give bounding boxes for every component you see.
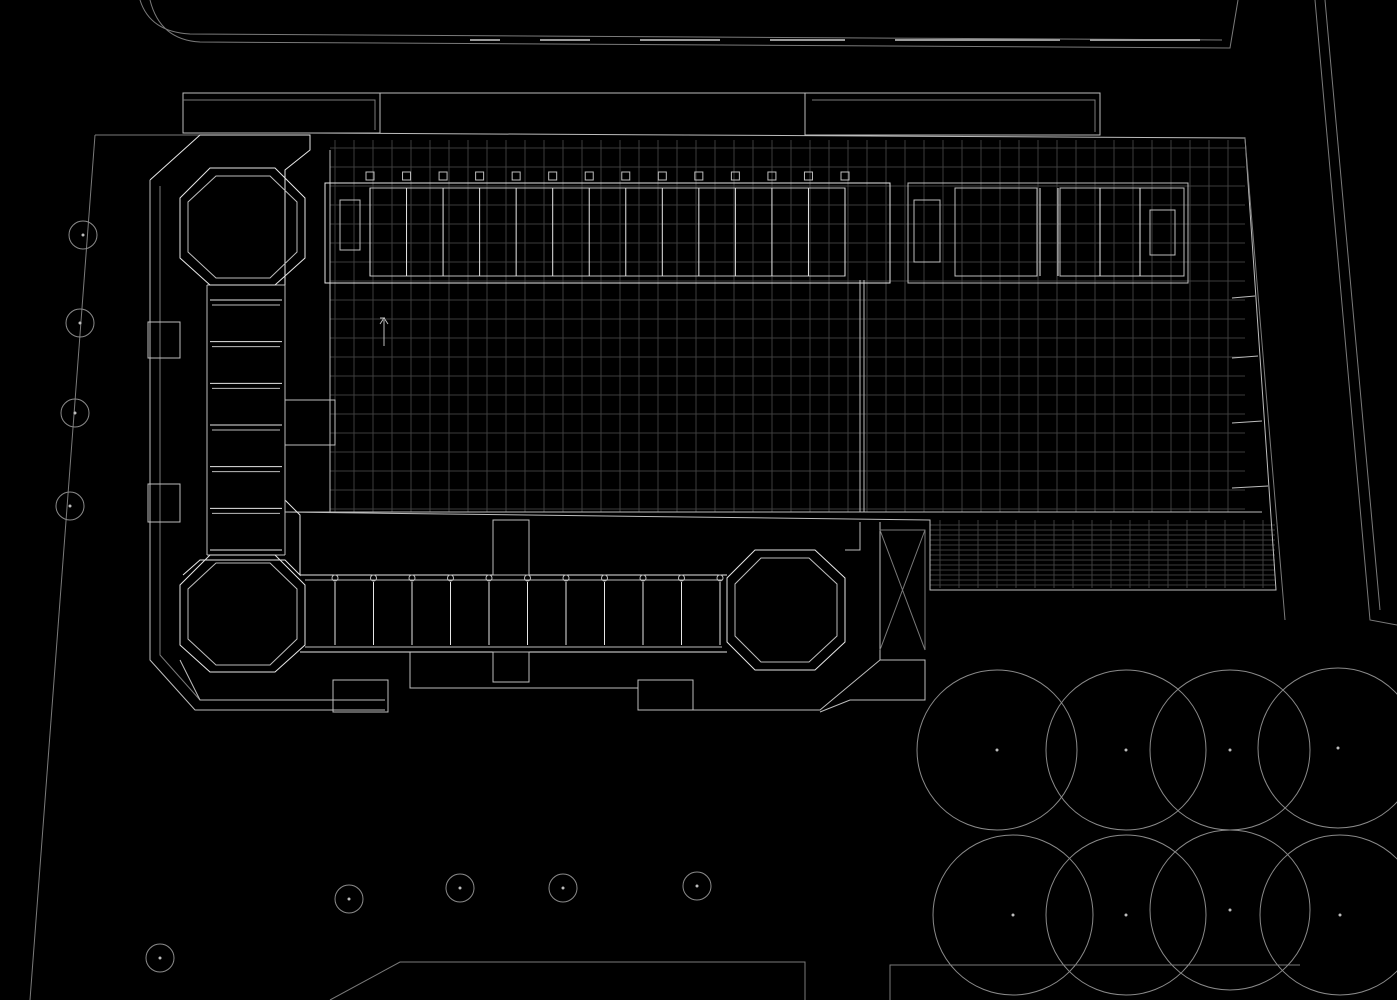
courtyard-outline <box>284 132 1286 621</box>
tower-southeast <box>726 549 846 671</box>
south-wing <box>179 519 926 713</box>
west-wing <box>147 134 385 711</box>
site-boundary <box>29 0 1397 1000</box>
canopies <box>182 92 1101 136</box>
tower-southwest <box>179 554 306 673</box>
large-trees <box>916 667 1397 996</box>
tower-northwest <box>179 167 306 286</box>
north-wing <box>324 171 1189 284</box>
small-trees <box>55 220 712 973</box>
courtyard-grid <box>330 140 1275 588</box>
